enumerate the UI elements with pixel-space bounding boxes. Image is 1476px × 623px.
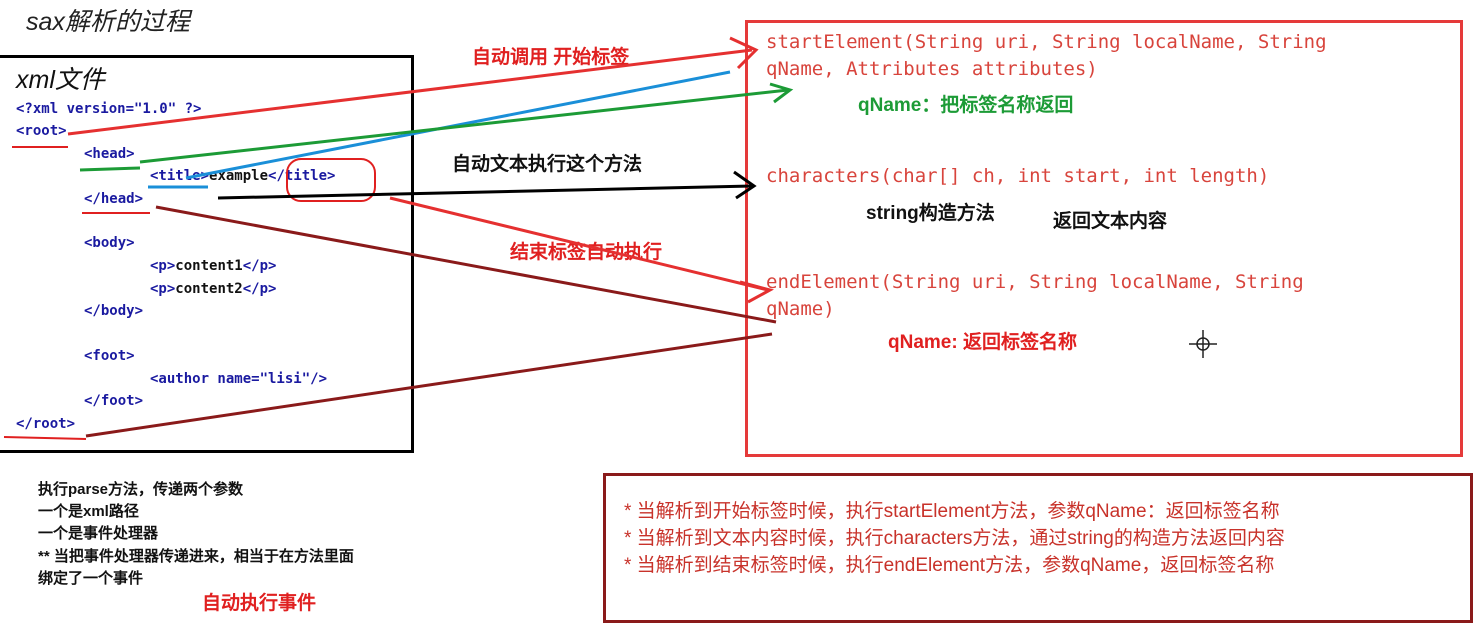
end-element-note: qName: 返回标签名称 <box>888 332 1077 353</box>
note-bind-2: 绑定了一个事件 <box>38 570 144 587</box>
characters-note-return: 返回文本内容 <box>1053 211 1168 232</box>
xml-head-open: <head> <box>84 146 135 162</box>
head-underline <box>79 166 141 172</box>
end-element-signature-2: qName) <box>766 298 835 320</box>
arrow-head-start-head <box>769 82 794 104</box>
start-element-note: qName：把标签名称返回 <box>858 95 1074 116</box>
arrow-head-start <box>139 88 789 164</box>
xml-title-open: <title> <box>150 168 210 184</box>
arrow-title-end <box>389 196 769 292</box>
arrow-title-start <box>185 70 731 180</box>
title-close-circle <box>286 158 376 202</box>
handler-methods-box <box>745 20 1463 457</box>
xml-head-close: </head> <box>84 191 144 207</box>
arrow-title-end-head <box>739 280 775 304</box>
auto-event-label: 自动执行事件 <box>202 593 317 614</box>
xml-p1-line: <p>content1</p> <box>150 258 276 274</box>
xml-p-close: </p> <box>242 258 277 274</box>
arrow-root-start <box>67 48 753 136</box>
xml-foot-open: <foot> <box>84 348 135 364</box>
end-element-signature-1: endElement(String uri, String localName,… <box>766 271 1304 293</box>
auto-text-label: 自动文本执行这个方法 <box>452 154 643 175</box>
crosshair-icon <box>1189 330 1217 358</box>
xml-p-open: <p> <box>150 281 176 297</box>
xml-root-close: </root> <box>16 416 76 432</box>
xml-body-open: <body> <box>84 235 135 251</box>
summary-end: * 当解析到结束标签时候，执行endElement方法，参数qName，返回标签… <box>624 555 1275 576</box>
xml-title-line: <title>example</title> <box>150 168 335 184</box>
note-xml-path: 一个是xml路径 <box>38 503 139 520</box>
arrow-text-characters-head <box>733 170 757 200</box>
xml-declaration: <?xml version="1.0" ?> <box>16 101 202 117</box>
arrow-root-close-end <box>85 332 773 438</box>
note-bind-1: ** 当把事件处理器传递进来，相当于在方法里面 <box>38 548 354 565</box>
arrow-head-close-end <box>155 205 777 324</box>
characters-signature: characters(char[] ch, int start, int len… <box>766 165 1270 187</box>
page-title: sax解析的过程 <box>26 8 190 36</box>
xml-p-text: content2 <box>175 281 243 297</box>
arrow-root-start-head <box>729 36 759 70</box>
start-element-signature-1: startElement(String uri, String localNam… <box>766 31 1327 53</box>
arrow-text-characters <box>217 184 753 200</box>
xml-root-open: <root> <box>16 123 67 139</box>
auto-call-label: 自动调用 开始标签 <box>472 47 630 68</box>
xml-p-text: content1 <box>175 258 243 274</box>
root-close-underline <box>3 436 87 440</box>
note-handler: 一个是事件处理器 <box>38 525 159 542</box>
start-element-signature-2: qName, Attributes attributes) <box>766 58 1098 80</box>
xml-p2-line: <p>content2</p> <box>150 281 276 297</box>
summary-start: * 当解析到开始标签时候，执行startElement方法，参数qName：返回… <box>624 501 1280 522</box>
end-auto-label: 结束标签自动执行 <box>510 242 663 263</box>
characters-note-string: string构造方法 <box>866 203 995 224</box>
xml-foot-close: </foot> <box>84 393 144 409</box>
xml-body-close: </body> <box>84 303 144 319</box>
xml-p-close: </p> <box>242 281 277 297</box>
summary-characters: * 当解析到文本内容时候，执行characters方法，通过string的构造方… <box>624 528 1285 549</box>
xml-title-close: </title> <box>268 168 336 184</box>
note-parse: 执行parse方法，传递两个参数 <box>38 481 244 498</box>
xml-file-title: xml文件 <box>16 66 105 94</box>
xml-p-open: <p> <box>150 258 176 274</box>
xml-author-line: <author name="lisi"/> <box>150 371 328 387</box>
